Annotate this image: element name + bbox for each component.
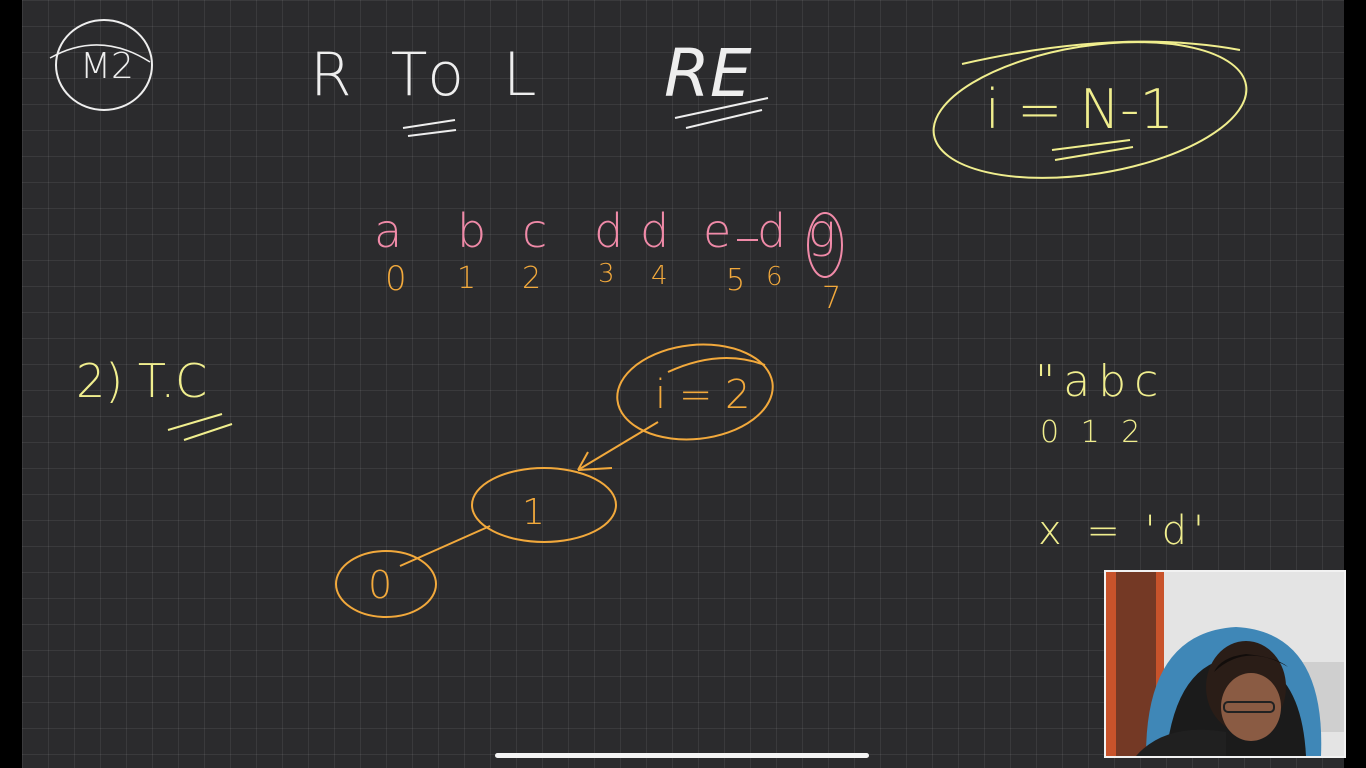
heading-rtol: R To L xyxy=(310,40,546,110)
home-indicator[interactable] xyxy=(495,753,869,758)
char-4: d xyxy=(640,204,669,258)
index-3: 3 xyxy=(598,259,615,289)
webcam-overlay xyxy=(1104,570,1346,758)
node-leaf: 0 xyxy=(368,563,392,607)
tc-label: 2) T.C xyxy=(76,354,207,408)
char-5: e xyxy=(703,204,731,258)
index-1: 1 xyxy=(457,261,476,296)
whiteboard-canvas[interactable] xyxy=(22,0,1344,768)
char-6: d xyxy=(757,204,786,258)
string-chars: a b c d d e d g xyxy=(374,204,843,278)
index-4: 4 xyxy=(651,261,668,291)
method-label-group: M2 xyxy=(49,19,153,111)
char-0: a xyxy=(374,204,402,258)
re-underline xyxy=(674,97,769,129)
side-target: x = 'd' xyxy=(1038,508,1210,554)
method-label: M2 xyxy=(80,46,134,87)
side-string: "abc xyxy=(1035,356,1166,407)
index-7: 7 xyxy=(822,281,841,316)
heading-re: RE xyxy=(664,35,752,112)
condition-group: i = N-1 xyxy=(932,40,1248,179)
condition-underline xyxy=(1051,139,1134,161)
string-indices: 0 1 2 3 4 5 6 7 xyxy=(385,259,841,316)
edge-root-to-child xyxy=(577,421,659,471)
edge-child-to-leaf xyxy=(399,525,491,567)
char-1: b xyxy=(457,204,486,258)
char-7: g xyxy=(808,204,836,258)
index-5: 5 xyxy=(726,263,745,298)
side-indices: 0 1 2 xyxy=(1040,415,1146,450)
char-2: c xyxy=(522,204,547,258)
recursion-tree: i = 2 1 0 xyxy=(335,343,774,618)
index-0: 0 xyxy=(385,259,407,299)
tc-underline xyxy=(167,413,233,441)
index-6: 6 xyxy=(766,262,783,292)
rtol-underline xyxy=(402,119,457,137)
webcam-feed xyxy=(1106,572,1344,756)
node-root: i = 2 xyxy=(655,372,751,418)
char-3: d xyxy=(594,204,623,258)
node-child: 1 xyxy=(522,492,545,533)
index-2: 2 xyxy=(522,261,541,296)
condition-text: i = N-1 xyxy=(985,78,1174,141)
